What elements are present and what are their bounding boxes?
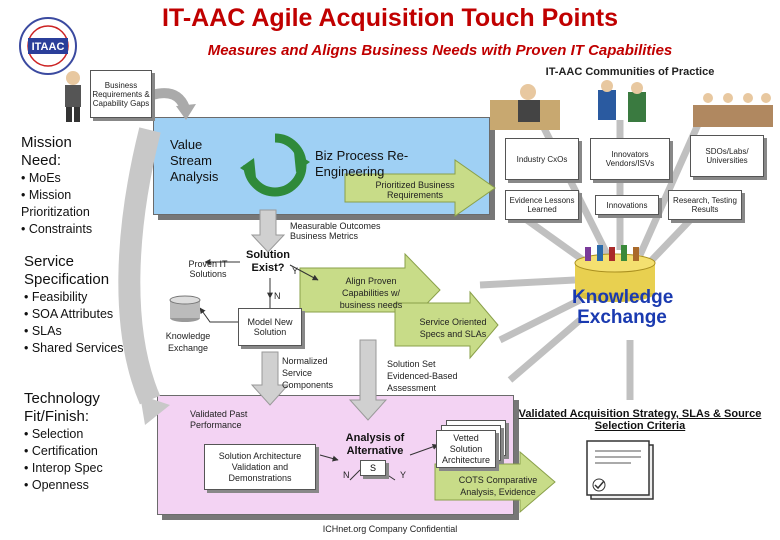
service-item: • SLAs <box>24 324 62 338</box>
down-arrow-normalized <box>250 351 290 406</box>
technology-section: Technology Fit/Finish: • Selection • Cer… <box>24 390 144 494</box>
knowledge-exchange-label: Knowledge Exchange <box>165 331 211 353</box>
business-requirements-label: Business Requirements & Capability Gaps <box>92 80 150 108</box>
knowledge-exchange-logo: Knowledge Exchange <box>572 287 674 328</box>
evidence-label: Evidence Lessons Learned <box>509 196 575 214</box>
footer-text: ICHnet.org Company Confidential <box>322 524 458 534</box>
industry-cxos-box: Industry CxOs <box>505 138 579 180</box>
mission-item: • Mission Prioritization <box>21 188 90 219</box>
technology-heading: Technology Fit/Finish: <box>24 390 100 425</box>
cots-label: COTS Comparative Analysis, Evidence <box>458 475 538 497</box>
people-illustration <box>488 80 778 132</box>
sdos-label: SDOs/Labs/ Universities <box>705 147 749 165</box>
validated-strategy-label: Validated Acquisition Strategy, SLAs & S… <box>518 408 762 432</box>
aoa-label: Analysis of Alternative <box>345 432 405 457</box>
technology-item: • Interop Spec <box>24 461 103 475</box>
mission-heading: Mission Need: <box>21 134 72 169</box>
model-new-box: Model New Solution <box>238 308 302 346</box>
technology-item: • Openness <box>24 478 89 492</box>
aoa-yes-label: Y <box>400 470 407 480</box>
page-subtitle: Measures and Aligns Business Needs with … <box>207 42 673 59</box>
service-item: • Feasibility <box>24 290 88 304</box>
evidence-box: Evidence Lessons Learned <box>505 190 579 220</box>
prioritized-arrow <box>344 159 496 217</box>
biz-process-label: Biz Process Re-Engineering <box>315 148 409 179</box>
prioritized-label: Prioritized Business Requirements <box>375 180 455 200</box>
sdos-box: SDOs/Labs/ Universities <box>690 135 764 177</box>
service-section: Service Specification • Feasibility • SO… <box>24 253 144 357</box>
research-label: Research, Testing Results <box>673 196 737 214</box>
exist-yes-label: Y <box>292 266 299 276</box>
communities-title: IT-AAC Communities of Practice <box>545 66 715 78</box>
s-label: S <box>369 463 376 473</box>
left-curved-arrow <box>118 127 161 405</box>
value-stream-label: Value Stream Analysis <box>170 137 219 184</box>
strategy-document-icon <box>585 437 657 501</box>
proven-label: Proven IT Solutions <box>188 259 228 279</box>
normalized-label: Normalized Service Components <box>282 356 334 390</box>
model-new-label: Model New Solution <box>247 317 293 337</box>
mission-item: • MoEs <box>21 171 61 185</box>
service-heading: Service Specification <box>24 253 110 288</box>
vetted-box: Vetted Solution Architecture <box>436 430 496 468</box>
vetted-label: Vetted Solution Architecture <box>441 432 491 465</box>
business-requirements-box: Business Requirements & Capability Gaps <box>90 70 152 118</box>
validated-performance-label: Validated Past Performance <box>190 409 248 430</box>
businessman-icon <box>58 70 88 122</box>
page-title: IT-AAC Agile Acquisition Touch Points <box>161 4 618 32</box>
s-box: S <box>360 460 386 476</box>
align-label: Align Proven Capabilities w/ business ne… <box>339 276 403 310</box>
technology-item: • Certification <box>24 444 98 458</box>
mission-section: Mission Need: • MoEs • Mission Prioritiz… <box>21 134 141 238</box>
down-arrow-solution-set <box>348 339 388 421</box>
innovators-label: Innovators Vendors/ISVs <box>605 150 655 168</box>
solution-exist-label: Solution Exist? <box>246 249 290 274</box>
itaac-logo: ITAAC <box>18 16 78 76</box>
research-box: Research, Testing Results <box>668 190 742 220</box>
svg-text:ITAAC: ITAAC <box>32 41 65 53</box>
knowledge-exchange-cylinder <box>565 245 665 305</box>
solution-set-label: Solution Set Evidenced-Based Assessment <box>387 359 458 393</box>
service-item: • SOA Attributes <box>24 307 114 321</box>
validation-label: Solution Architecture Validation and Dem… <box>218 450 302 483</box>
logo-seal-icon: ITAAC <box>19 17 77 75</box>
database-icon <box>168 293 202 323</box>
service-oriented-arrow <box>394 290 499 360</box>
down-arrow-measurable <box>250 209 286 253</box>
validation-box: Solution Architecture Validation and Dem… <box>204 444 316 490</box>
innovations-box: Innovations <box>595 195 659 215</box>
aoa-no-label: N <box>343 470 350 480</box>
exist-no-label: N <box>274 291 281 301</box>
service-oriented-label: Service Oriented Specs and SLAs <box>419 317 487 339</box>
innovations-label: Innovations <box>606 200 648 210</box>
industry-cxos-label: Industry CxOs <box>516 154 568 164</box>
innovators-box: Innovators Vendors/ISVs <box>590 138 670 180</box>
cycle-icon <box>240 130 310 200</box>
mission-item: • Constraints <box>21 222 93 236</box>
technology-item: • Selection <box>24 427 84 441</box>
measurable-label: Measurable Outcomes Business Metrics <box>290 221 381 241</box>
service-item: • Shared Services <box>24 341 124 355</box>
